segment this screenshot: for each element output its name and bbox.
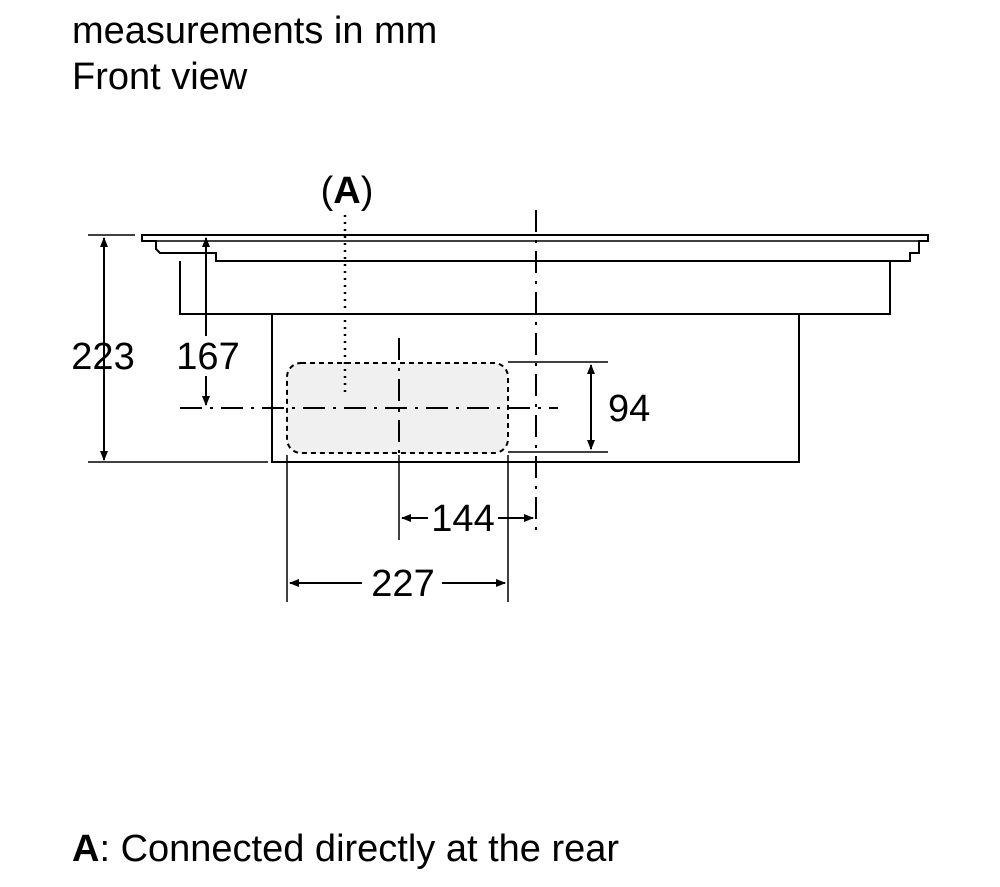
callout-label: (A) [321,170,374,212]
dimension-total-height-label: 223 [71,336,134,378]
view-name: Front view [72,56,248,98]
dimension-connection-width-label: 227 [371,563,434,605]
title-block: measurements in mm Front view [72,8,437,100]
dimension-height-to-connection-label: 167 [176,336,239,378]
footnote: A: Connected directly at the rear [72,826,619,872]
callout-key: A [333,170,360,212]
footnote-text: : Connected directly at the rear [99,828,620,870]
footnote-key: A [72,828,100,870]
extension-lines [88,234,608,602]
dimension-offset-to-axis-label: 144 [431,498,494,540]
units-note: measurements in mm [72,10,438,52]
dimension-connection-height-label: 94 [608,388,650,430]
callout-close-paren: ) [361,170,374,212]
center-lines [180,210,558,537]
callout-open-paren: ( [321,170,334,212]
